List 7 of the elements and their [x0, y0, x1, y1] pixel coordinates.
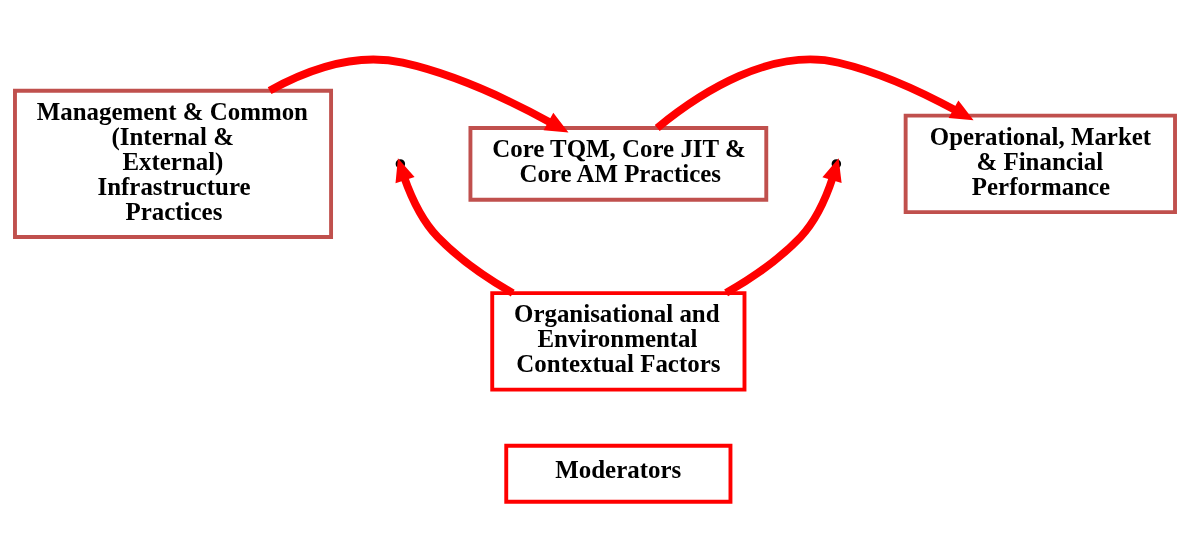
arrow — [267, 55, 569, 133]
node-box: Management & Common (Internal & External) Infrastructure Practices — [13, 88, 333, 239]
node-box: Operational, Market & Financial Performance — [903, 113, 1177, 214]
node-box: Moderators — [504, 443, 733, 504]
arrow — [654, 55, 974, 131]
node-box: Core TQM, Core JIT & Core AM Practices — [468, 125, 769, 202]
node-box: Organisational and Environmental Contextual Factors — [490, 290, 747, 392]
